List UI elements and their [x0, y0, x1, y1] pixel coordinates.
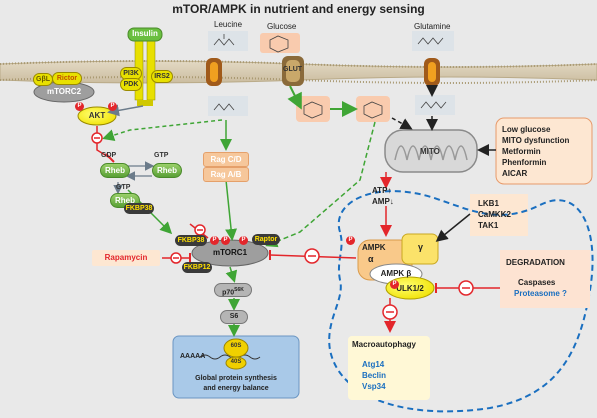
- glucose-molecule-top: [260, 33, 300, 53]
- ampk-beta-label: AMPK β: [380, 269, 412, 278]
- leucine-molecule: [208, 31, 248, 51]
- rapamycin-label: Rapamycin: [104, 253, 148, 262]
- kinase-lkb1: LKB1: [478, 199, 499, 208]
- condition-aicar: AICAR: [502, 169, 528, 178]
- p70-label: p70: [222, 289, 235, 297]
- ampk-gamma: [401, 233, 439, 265]
- mtorc1-p2: P: [221, 236, 230, 245]
- degradation-box: [500, 250, 590, 308]
- degradation-title: DEGRADATION: [506, 258, 565, 267]
- ampk-p: P: [346, 236, 355, 245]
- rictor-pill: Rictor: [52, 72, 82, 85]
- gdp-label: GDP: [101, 152, 117, 159]
- degradation-proteasome: Proteasome ?: [514, 289, 567, 298]
- diagram-title: mTOR/AMPK in nutrient and energy sensing: [172, 2, 425, 16]
- macroautophagy-box: [348, 336, 430, 400]
- insulin-label: Insulin: [132, 29, 158, 38]
- gbl-pill: GβL: [33, 73, 53, 86]
- ribosome-60s-label: 60S: [230, 343, 242, 349]
- kinase-camkk2: CaMKK2: [478, 210, 511, 219]
- akt-label: AKT: [88, 111, 106, 120]
- gtp-label-2: GTP: [116, 184, 131, 191]
- kinases-list: LKB1 CaMKK2 TAK1: [478, 198, 511, 231]
- ampk-alpha-label: α: [368, 254, 374, 264]
- fkbp38-mtorc1: FKBP38: [175, 235, 207, 246]
- mito-label: MITO: [420, 147, 440, 156]
- inhibit-akt-rheb: [91, 132, 103, 144]
- condition-low-glucose: Low glucose: [502, 125, 551, 134]
- protein-synthesis-caption-2: and energy balance: [203, 385, 269, 392]
- glucose-molecule-1: [296, 96, 330, 122]
- glucose-label: Glucose: [267, 22, 297, 31]
- condition-metformin: Metformin: [502, 147, 541, 156]
- glutamine-molecule: [412, 31, 454, 51]
- p70s6k-pill: p70S6K: [214, 283, 252, 297]
- conditions-list: Low glucose MITO dysfunction Metformin P…: [502, 124, 569, 179]
- gtp-label-1: GTP: [154, 152, 169, 159]
- glutamine-molecule-inside: [415, 95, 455, 115]
- inhibit-ampk-mtorc1: [304, 248, 320, 264]
- akt-p2: P: [108, 102, 117, 111]
- ampk-title: AMPK: [362, 243, 386, 252]
- insulin-receptor-stem: [137, 100, 153, 106]
- mtorc1-label: mTORC1: [212, 248, 248, 257]
- mtorc1-p3: P: [239, 236, 248, 245]
- mrna-aaaa-label: AAAAA: [180, 353, 206, 360]
- akt-p1: P: [75, 102, 84, 111]
- rheb-gtp: Rheb: [152, 163, 182, 178]
- macro-atg14: Atg14: [362, 360, 385, 369]
- rag-ab-box: Rag A/B: [203, 167, 249, 182]
- glut-label: GLUT: [283, 66, 303, 73]
- ulk-p: P: [390, 280, 399, 289]
- kinases-box: [470, 194, 528, 236]
- raptor-pill: Raptor: [252, 234, 280, 245]
- protein-synthesis-caption-1: Global protein synthesis: [195, 375, 277, 382]
- macro-beclin: Beclin: [362, 371, 387, 380]
- ulk-label: ULK1/2: [396, 284, 424, 293]
- condition-mito-dysfunction: MITO dysfunction: [502, 136, 570, 145]
- macro-vsp34: Vsp34: [362, 382, 386, 391]
- ampk-region-outline: [328, 190, 594, 413]
- degradation-caspases: Caspases: [518, 278, 556, 287]
- mtorc1-p1: P: [210, 236, 219, 245]
- macroautophagy-list: Atg14 Beclin Vsp34: [362, 359, 386, 392]
- s6-pill: S6: [220, 310, 248, 324]
- glutamine-label: Glutamine: [414, 22, 451, 31]
- leucine-molecule-inside: [208, 96, 248, 116]
- ribosome-40s: [225, 356, 247, 370]
- inhibit-fkbp38: [194, 224, 206, 236]
- glucose-molecule-2: [356, 96, 390, 122]
- leucine-label: Leucine: [214, 20, 243, 29]
- p70-sup: S6K: [234, 287, 244, 293]
- condition-phenformin: Phenformin: [502, 158, 547, 167]
- macroautophagy-title: Macroautophagy: [352, 340, 417, 349]
- conditions-box: [495, 117, 593, 185]
- ampk-gamma-label: γ: [418, 242, 424, 252]
- insulin-label-box: [127, 27, 163, 42]
- mtorc2-label: mTORC2: [46, 87, 82, 96]
- atp-label: ATP↑: [372, 186, 392, 195]
- fkbp38-rheb: FKBP38: [124, 203, 154, 214]
- pdk-pill: PDK: [120, 78, 142, 91]
- fkbp12-pill: FKBP12: [182, 262, 212, 273]
- irs2-pill: IRS2: [151, 70, 173, 83]
- inhibit-degradation: [458, 280, 474, 296]
- rapamycin-box: [92, 250, 160, 266]
- inhibit-ulk-autophagy: [382, 304, 398, 320]
- amp-label: AMP↓: [372, 197, 394, 206]
- rheb-gdp: Rheb: [100, 163, 130, 178]
- rag-cd-box: Rag C/D: [203, 152, 249, 167]
- inhibit-rapamycin: [170, 252, 182, 264]
- ribosome-40s-label: 40S: [230, 359, 242, 365]
- kinase-tak1: TAK1: [478, 221, 499, 230]
